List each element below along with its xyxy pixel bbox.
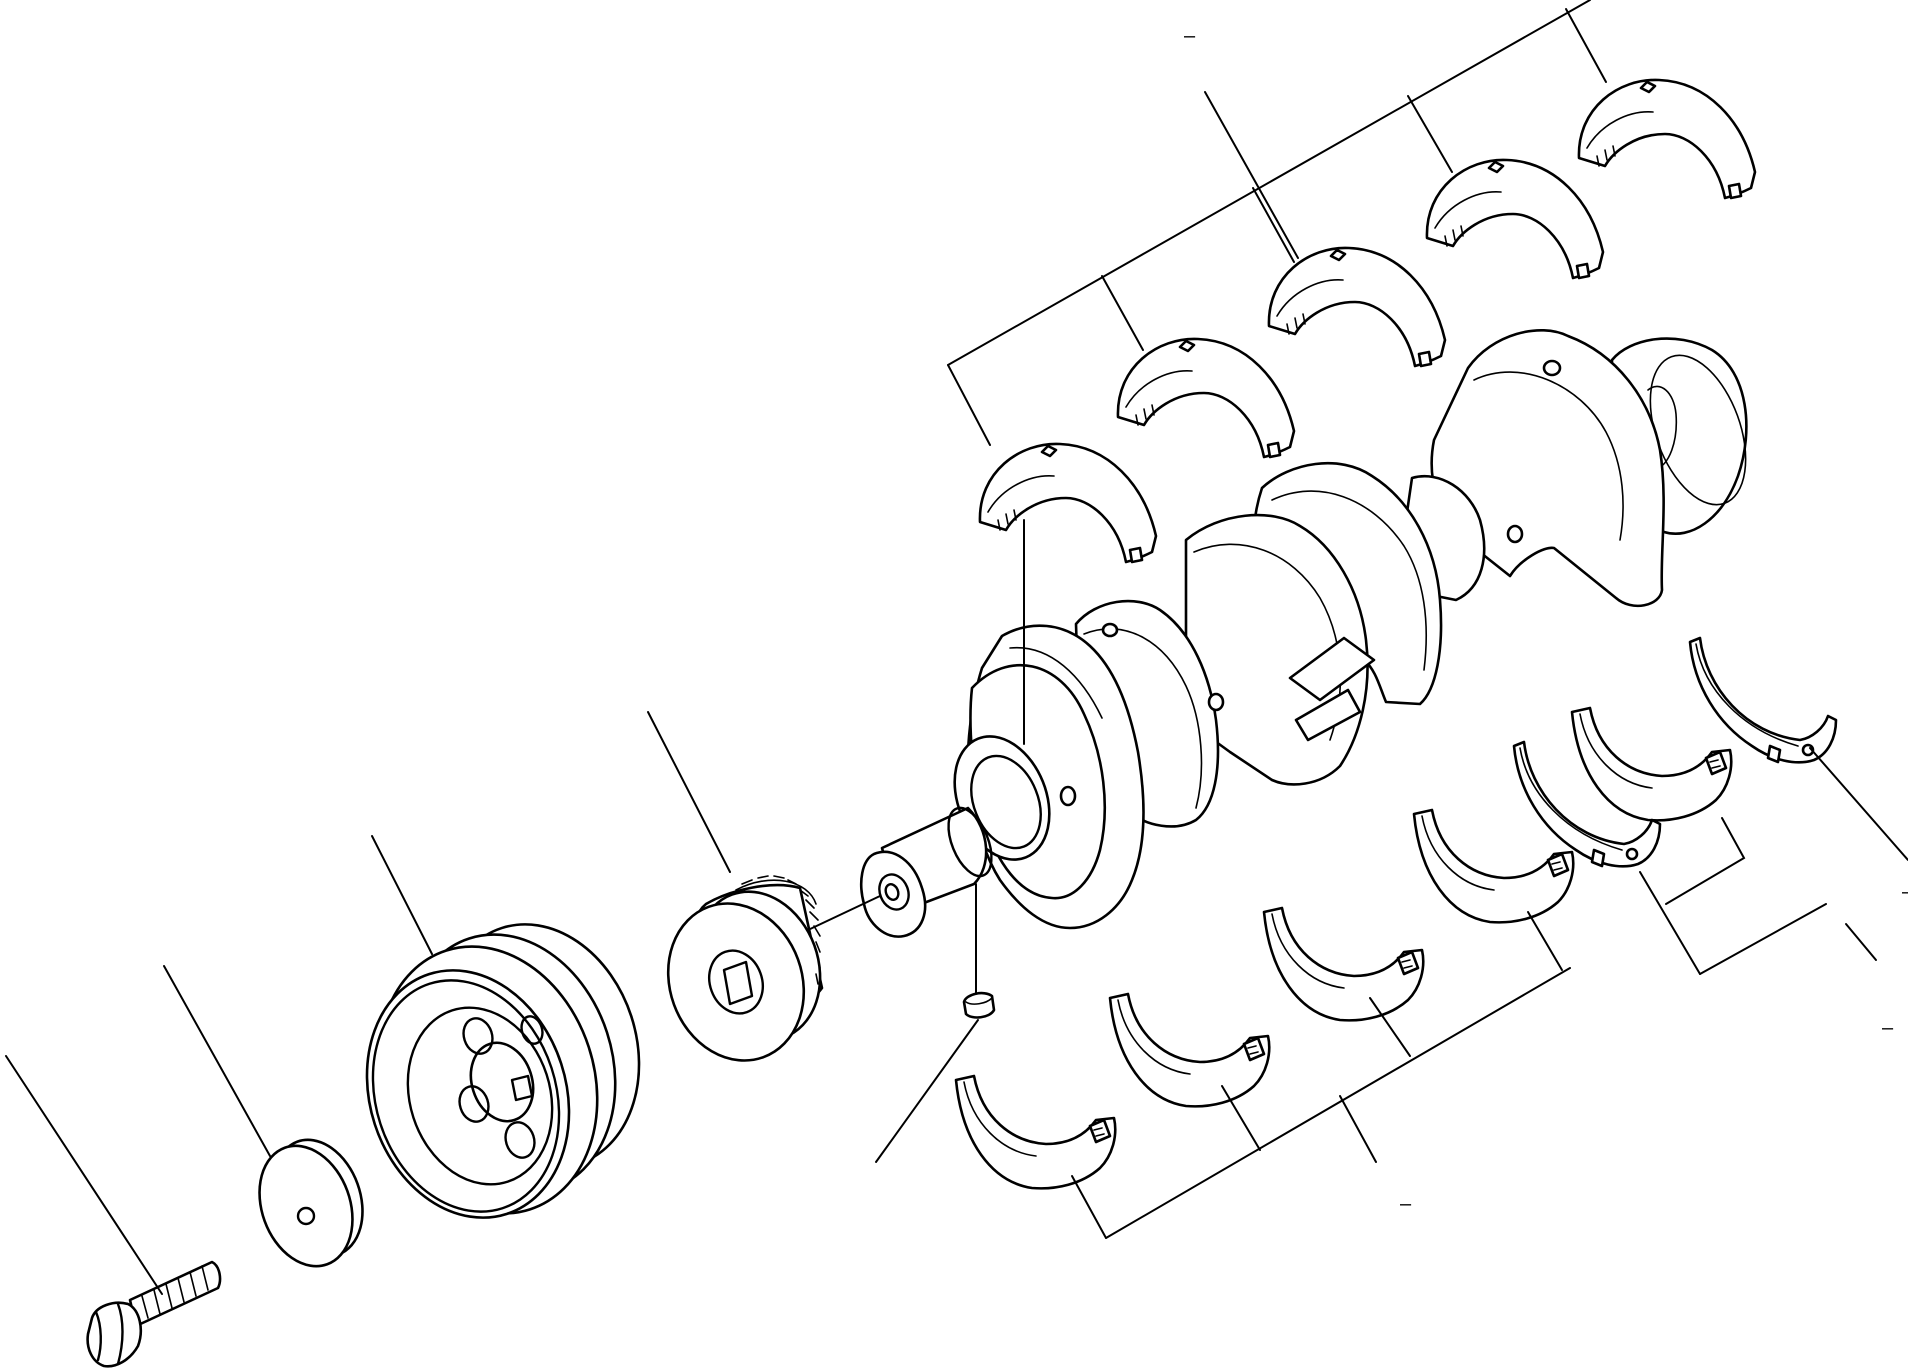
callout-thrust-washer-set: –: [1902, 881, 1908, 903]
callout-upper-bearings: –: [1184, 25, 1196, 47]
lower-bearing-shell: [1108, 992, 1271, 1108]
callout-thrust-washers: –: [1882, 1017, 1894, 1039]
upper-bearing-shell: [1116, 337, 1296, 459]
woodruff-key: [875, 519, 1025, 1163]
thrust-washer: [1688, 636, 1838, 764]
upper-bearing-shell: [1267, 246, 1447, 368]
callout-lower-bearings: –: [1400, 1193, 1412, 1215]
callout-labels: – – – –: [1184, 25, 1908, 1215]
washer: [163, 965, 364, 1268]
crankshaft-gear: [647, 711, 881, 1062]
pulley-bolt: [5, 1055, 222, 1368]
crankshaft: [860, 329, 1748, 938]
lower-bearings-bracket: [1071, 747, 1908, 1239]
crankshaft-pulley: [365, 835, 641, 1219]
upper-bearing-shell: [1425, 158, 1605, 280]
upper-bearing-shell: [978, 442, 1158, 564]
lower-bearing-shell: [1570, 706, 1733, 822]
upper-bearing-shell: [1577, 78, 1757, 200]
lower-bearing-shell: [1262, 906, 1425, 1022]
thrust-washers: [1512, 636, 1838, 868]
lower-bearing-shell: [954, 1074, 1117, 1190]
upper-bearings-bracket: [947, 0, 1607, 446]
